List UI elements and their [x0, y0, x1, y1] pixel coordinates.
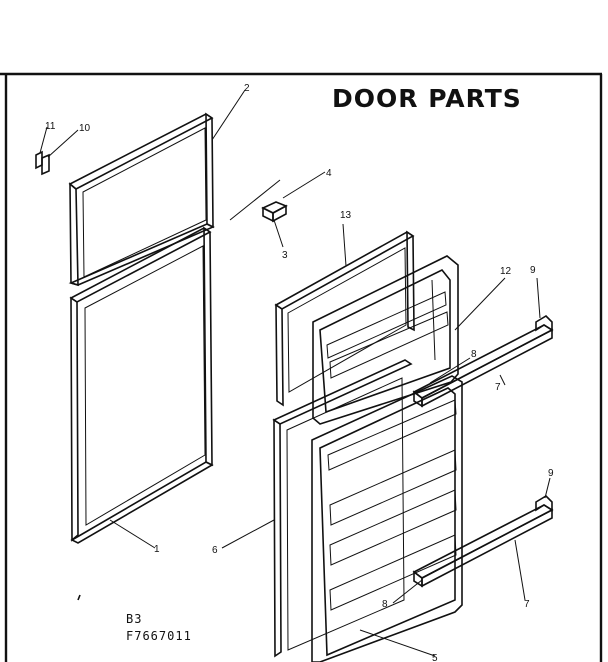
callout-12: 12 [500, 266, 512, 277]
model-section-code: B3 [126, 612, 143, 626]
freezer-door-liner [312, 255, 506, 425]
callout-8-lower: 8 [382, 599, 388, 610]
callout-9-upper: 9 [530, 265, 536, 276]
callout-1: 1 [154, 544, 160, 555]
callout-6: 6 [212, 545, 218, 556]
callout-3: 3 [282, 250, 288, 261]
callout-5: 5 [432, 653, 438, 662]
clip-parts-10-11 [35, 126, 79, 176]
callout-10: 10 [79, 123, 91, 134]
freezer-door-shelf-bar [412, 277, 554, 408]
fresh-food-door-gasket [69, 226, 214, 549]
callout-4: 4 [326, 168, 332, 179]
callout-11: 11 [45, 121, 56, 132]
callout-13: 13 [340, 210, 352, 221]
freezer-inner-gasket [274, 223, 415, 407]
stray-mark [77, 594, 81, 601]
callout-2: 2 [244, 83, 250, 94]
callout-7-lower: 7 [524, 599, 530, 610]
hinge-part [229, 171, 326, 248]
fresh-food-door-shelf-bar [392, 477, 554, 604]
model-number: F7667011 [126, 629, 192, 643]
callout-9-lower: 9 [548, 468, 554, 479]
fresh-food-door-liner [311, 375, 463, 662]
callout-7-upper: 7 [495, 382, 501, 393]
freezer-door-gasket [68, 89, 246, 287]
callout-8-upper: 8 [471, 349, 477, 360]
diagram-title: DOOR PARTS [332, 84, 522, 113]
fresh-food-inner-gasket [221, 359, 413, 658]
